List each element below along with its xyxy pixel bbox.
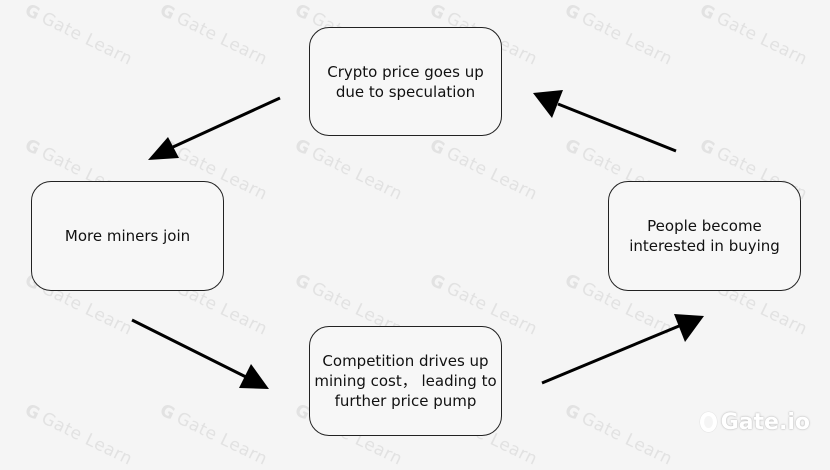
arrow-bottom-to-right xyxy=(541,314,704,385)
node-label-line: due to speculation xyxy=(335,82,476,101)
arrow-left-to-bottom xyxy=(131,318,269,389)
brand-name: Gate.io xyxy=(720,409,810,435)
node-more-miners: More miners join xyxy=(31,181,224,291)
node-price-up: Crypto price goes up due to speculation xyxy=(309,27,502,136)
node-label: People become interested in buying xyxy=(629,216,780,256)
node-competition-cost: Competition drives up mining cost， leadi… xyxy=(309,326,502,436)
arrow-top-to-left xyxy=(148,96,281,160)
node-interest-buying: People become interested in buying xyxy=(608,181,801,291)
node-label-line: People become xyxy=(647,217,762,235)
arrow-right-to-top xyxy=(533,90,677,153)
node-label: Crypto price goes up due to speculation xyxy=(327,62,484,102)
brand-logo: Gate.io xyxy=(700,405,810,439)
node-label-line: Competition drives up xyxy=(322,352,489,370)
node-label: Competition drives up mining cost， leadi… xyxy=(314,351,496,411)
node-label: More miners join xyxy=(65,226,190,246)
node-label-line: interested in buying xyxy=(629,237,780,255)
node-label-line: further price pump xyxy=(334,392,477,410)
logo-mark-icon xyxy=(700,412,717,432)
node-label-line: More miners join xyxy=(64,227,191,245)
node-label-line: mining cost， leading to xyxy=(314,372,497,390)
node-label-line: Crypto price goes up xyxy=(327,62,484,81)
